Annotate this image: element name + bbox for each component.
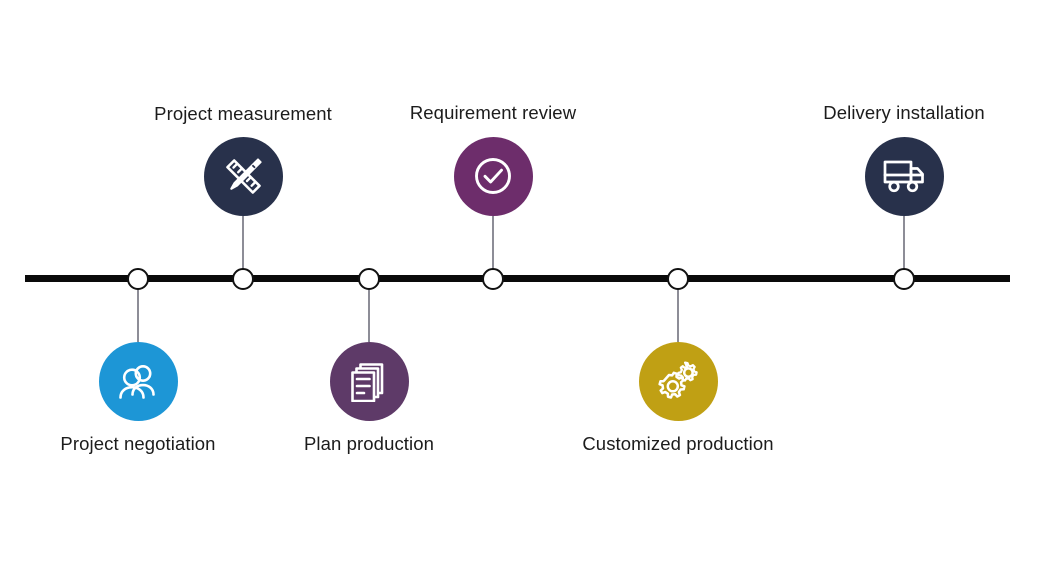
icon-bubble-customized-production[interactable] (638, 341, 718, 421)
check-circle-icon (471, 154, 515, 198)
icon-bubble-project-measurement[interactable] (203, 136, 283, 216)
timeline-node-delivery-installation[interactable] (893, 268, 915, 290)
gears-icon (655, 358, 701, 404)
stage-caption-customized-production: Customized production (582, 433, 774, 454)
stage-caption-project-measurement: Project measurement (154, 103, 332, 124)
ruler-pencil-icon (221, 154, 265, 198)
truck-icon (881, 157, 927, 195)
connector-stem-project-negotiation (137, 279, 139, 342)
timeline-node-plan-production[interactable] (358, 268, 380, 290)
stage-caption-requirement-review: Requirement review (409, 102, 577, 123)
users-icon (115, 361, 161, 401)
icon-bubble-project-negotiation[interactable] (98, 341, 178, 421)
documents-icon (348, 360, 390, 402)
icon-bubble-requirement-review[interactable] (453, 136, 533, 216)
timeline-axis (25, 275, 1010, 282)
connector-stem-plan-production (368, 279, 370, 342)
timeline-node-requirement-review[interactable] (482, 268, 504, 290)
connector-stem-customized-production (677, 279, 679, 342)
stage-caption-project-negotiation: Project negotiation (60, 433, 216, 454)
connector-stem-delivery-installation (903, 216, 905, 279)
timeline-node-project-measurement[interactable] (232, 268, 254, 290)
stage-caption-delivery-installation: Delivery installation (823, 102, 985, 123)
connector-stem-project-measurement (242, 216, 244, 279)
connector-stem-requirement-review (492, 216, 494, 279)
timeline-node-project-negotiation[interactable] (127, 268, 149, 290)
stage-caption-plan-production: Plan production (303, 433, 435, 454)
icon-bubble-delivery-installation[interactable] (864, 136, 944, 216)
icon-bubble-plan-production[interactable] (329, 341, 409, 421)
timeline-node-customized-production[interactable] (667, 268, 689, 290)
